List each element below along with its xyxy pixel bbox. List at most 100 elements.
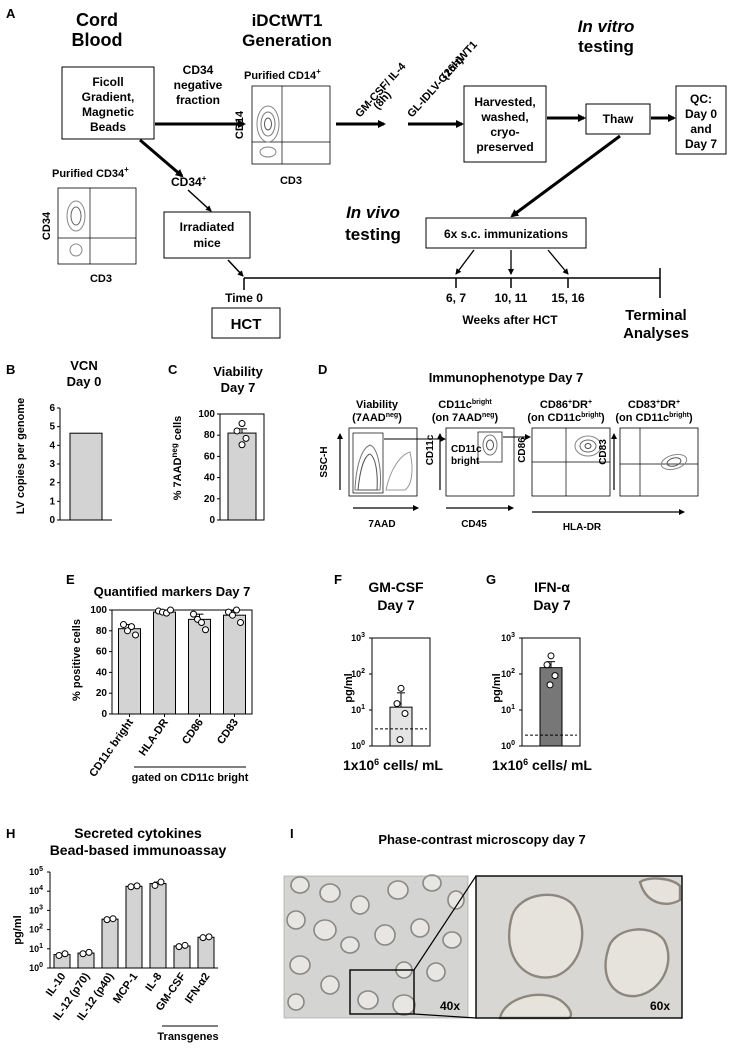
markers-point	[237, 618, 244, 626]
cytokines-x-label: IFN-α2	[183, 971, 212, 1006]
hct-label: HCT	[231, 316, 262, 333]
markers-y-tick-label: 20	[96, 688, 108, 699]
viability-point	[233, 427, 241, 435]
purified-cd34-label: Purified CD34+	[52, 165, 129, 180]
immun-arrow-1	[455, 249, 475, 275]
irradiated-line-1: Irradiated	[180, 220, 235, 234]
in-vivo-label-2: testing	[345, 225, 401, 244]
cd34-axis-label: CD34	[41, 211, 53, 240]
thaw-box	[585, 103, 651, 135]
d1-flow-plot	[348, 427, 418, 497]
viability-point	[238, 441, 246, 449]
d1-header-2: (7AADneg)	[352, 412, 402, 424]
gmcsf-point	[397, 684, 405, 692]
panel-a-letter: A	[6, 6, 16, 21]
markers-y-tick-label: 40	[96, 667, 108, 678]
panel-f-ylabel: pg/ml	[343, 673, 355, 702]
cytokines-y-tick-label: 105	[29, 866, 43, 877]
d1-header-1: Viability	[356, 399, 399, 411]
panel-b-ylabel: LV copies per genome	[15, 398, 27, 515]
cytokines-x-label: IL-8	[143, 971, 164, 994]
harvest-line-4: preserved	[476, 140, 533, 154]
vcn-y-tick-label: 6	[49, 403, 55, 414]
immunizations-label: 6x s.c. immunizations	[444, 227, 568, 241]
cytokines-point	[133, 882, 141, 890]
idc-title: iDCtWT1	[252, 11, 323, 30]
panel-e-letter: E	[66, 572, 75, 587]
cd34neg-line-3: fraction	[176, 93, 220, 107]
cytokines-bar	[101, 918, 119, 969]
micrograph-60x	[475, 875, 683, 1020]
panel-a: A Cord Blood iDCtWT1 Generation Ficoll G…	[6, 6, 727, 342]
cytokines-point	[79, 950, 87, 958]
cd14-flow-plot	[251, 85, 331, 165]
timepoint-3: 15, 16	[551, 291, 585, 305]
cd34neg-line-2: negative	[174, 78, 223, 92]
cytokines-x-label: IL-10	[44, 971, 69, 999]
cytokines-point	[205, 933, 213, 941]
panel-d: D Immunophenotype Day 7 Viability (7AADn…	[318, 362, 699, 533]
panel-f-footer: 1x106 cells/ mL	[343, 757, 443, 773]
panel-f-title-2: Day 7	[377, 597, 415, 613]
cd3-axis-label: CD3	[280, 175, 302, 187]
panel-g-ylabel: pg/ml	[491, 673, 503, 702]
cytokines-point	[55, 951, 63, 959]
gmcsf-point	[393, 700, 401, 708]
ifna-bar	[539, 667, 563, 747]
gmcsf-y-tick-label: 100	[351, 740, 365, 751]
panel-c-letter: C	[168, 362, 178, 377]
terminal-line-2: Analyses	[623, 325, 689, 342]
viability-y-tick-label: 40	[204, 473, 216, 484]
gmcsf-point	[401, 709, 409, 717]
in-vivo-label: In vivo	[346, 203, 400, 222]
cytokines-point	[181, 941, 189, 949]
cytokines-y-tick-label: 100	[29, 962, 43, 973]
hct-box	[211, 307, 281, 339]
d2-ylabel: CD11c	[425, 434, 436, 465]
markers-frame	[111, 609, 253, 715]
ifna-y-tick-label: 100	[501, 740, 515, 751]
in-vitro-label-2: testing	[578, 37, 634, 56]
ficoll-line-3: Magnetic	[82, 105, 134, 119]
ifna-point	[547, 652, 555, 660]
cytokines-bar	[197, 936, 215, 969]
cytokines-point	[103, 916, 111, 924]
viability-y-tick-label: 80	[204, 430, 216, 441]
panel-h-letter: H	[6, 826, 15, 841]
panel-g-letter: G	[486, 572, 496, 587]
irradiated-line-2: mice	[193, 236, 221, 250]
panel-i-title: Phase-contrast microscopy day 7	[378, 832, 585, 847]
cd14-axis-label: CD14	[234, 110, 246, 139]
markers-point	[198, 618, 205, 626]
mag-40x-label: 40x	[440, 999, 460, 1013]
cd34neg-line-1: CD34	[183, 63, 214, 77]
ifna-point	[551, 672, 559, 680]
ifna-point	[546, 681, 554, 689]
ifna-y-tick-label: 103	[501, 632, 515, 643]
panel-f-title-1: GM-CSF	[368, 579, 424, 595]
viability-y-tick-label: 100	[198, 409, 215, 420]
vcn-y-tick-label: 0	[49, 515, 55, 526]
markers-x-label: CD11c bright	[87, 717, 136, 780]
panel-g-title-1: IFN-α	[534, 579, 570, 595]
panel-h-ylabel: pg/ml	[12, 915, 24, 944]
panel-c-title-2: Day 7	[221, 380, 256, 395]
cytokines-point	[109, 915, 117, 923]
arrow-to-irradiated	[187, 189, 212, 212]
markers-point	[132, 631, 139, 639]
panel-b-title-1: VCN	[70, 358, 97, 373]
panel-g-title-2: Day 7	[533, 597, 571, 613]
cd34pos-label: CD34+	[171, 174, 207, 189]
panel-h-title-1: Secreted cytokines	[74, 825, 202, 841]
d4-header-2: (on CD11cbright)	[615, 412, 693, 424]
time0-label: Time 0	[225, 291, 263, 305]
d3-ylabel: CD86	[517, 437, 528, 463]
idc-title-2: Generation	[242, 31, 332, 50]
vcn-y-tick-label: 2	[49, 478, 55, 489]
panel-d-title: Immunophenotype Day 7	[429, 370, 584, 385]
d2-xlabel: CD45	[461, 519, 487, 530]
markers-bar	[223, 614, 246, 715]
